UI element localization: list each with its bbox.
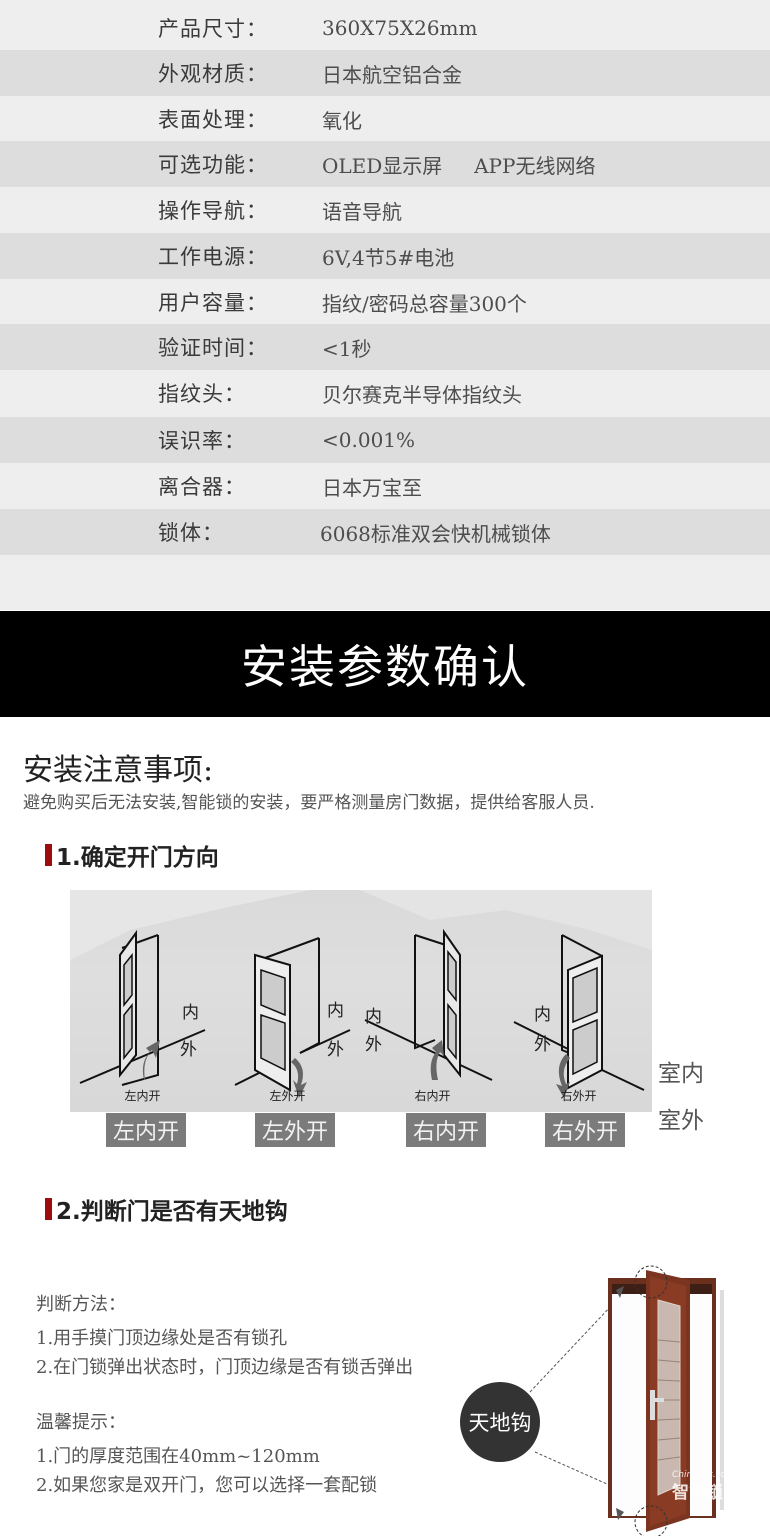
- notes-text: 避免购买后无法安装,智能锁的安装，要严格测量房门数据，提供给客服人员.: [23, 793, 595, 813]
- method-title: 判断方法：: [36, 1294, 126, 1315]
- section-2-heading: 2.判断门是否有天地钩: [45, 1192, 288, 1226]
- svg-text:内: 内: [365, 1007, 382, 1027]
- tips-title: 温馨提示：: [36, 1412, 126, 1433]
- tip-item: 2.如果您家是双开门，您可以选择一套配锁: [36, 1475, 378, 1496]
- svg-text:内: 内: [327, 1001, 344, 1021]
- wall-shading: [70, 890, 652, 960]
- spec-row: 锁体： 6068标准双会快机械锁体: [0, 509, 770, 555]
- spec-value: OLED显示屏 APP无线网络: [322, 153, 596, 178]
- spec-label: 锁体：: [158, 521, 224, 545]
- spec-value: <1秒: [322, 336, 372, 361]
- spec-table: 产品尺寸： 360X75X26mm 外观材质： 日本航空铝合金 表面处理： 氧化…: [0, 0, 770, 610]
- door-direction-diagram: 内 外 左内开 内 外 左外开 内: [70, 890, 652, 1112]
- method-item: 1.用手摸门顶边缘处是否有锁孔: [36, 1328, 288, 1349]
- spec-label: 外观材质：: [158, 62, 268, 86]
- spec-value: 指纹/密码总容量300个: [322, 291, 527, 316]
- spec-row: 工作电源： 6V,4节5#电池: [0, 233, 770, 279]
- spec-label: 误识率：: [158, 429, 246, 453]
- spec-label: 指纹头：: [158, 382, 246, 406]
- svg-text:外: 外: [534, 1035, 551, 1055]
- spec-row: 用户容量： 指纹/密码总容量300个: [0, 279, 770, 325]
- spec-row: 误识率： <0.001%: [0, 417, 770, 463]
- watermark-url: Chinazns.com: [672, 1470, 735, 1480]
- door-right-in: 内 外 右内开: [360, 890, 505, 1112]
- svg-text:内: 内: [534, 1005, 551, 1025]
- section-banner: 安装参数确认: [0, 611, 770, 717]
- section-1-heading: 1.确定开门方向: [45, 838, 219, 872]
- spec-label: 操作导航：: [158, 199, 268, 223]
- spec-label: 产品尺寸：: [158, 17, 268, 41]
- door-tag-left-in: 左内开: [106, 1113, 186, 1147]
- outdoor-label: 室外: [658, 1108, 704, 1134]
- hook-badge: 天地钩: [460, 1382, 540, 1462]
- spec-value: 360X75X26mm: [322, 16, 478, 40]
- spec-value: 日本航空铝合金: [322, 62, 462, 87]
- watermark: Chinazns.com 智能锁网: [650, 1470, 740, 1503]
- door-caption: 左外开: [269, 1089, 306, 1103]
- spec-label: 可选功能：: [158, 153, 268, 177]
- spec-row: 指纹头： 贝尔赛克半导体指纹头: [0, 370, 770, 416]
- door-caption: 左内开: [124, 1089, 161, 1103]
- tip-item: 1.门的厚度范围在40mm~120mm: [36, 1446, 320, 1467]
- door-tag-left-out: 左外开: [255, 1113, 335, 1147]
- spec-row: 验证时间： <1秒: [0, 324, 770, 370]
- section-2-title: 2.判断门是否有天地钩: [56, 1199, 288, 1225]
- spec-value: 6V,4节5#电池: [322, 245, 455, 270]
- door-left-in-icon: 内 外: [79, 929, 206, 1086]
- spec-label: 用户容量：: [158, 291, 268, 315]
- banner-title: 安装参数确认: [241, 640, 529, 694]
- door-left-in: 内 外 左内开: [70, 890, 215, 1112]
- spec-value: <0.001%: [322, 428, 416, 452]
- svg-text:外: 外: [327, 1040, 344, 1060]
- spec-row: 外观材质： 日本航空铝合金: [0, 50, 770, 96]
- outside-mark: 外: [180, 1040, 197, 1060]
- spec-value: 语音导航: [322, 199, 402, 224]
- svg-text:外: 外: [365, 1035, 382, 1055]
- door-caption: 右内开: [414, 1089, 451, 1103]
- accent-bar: [45, 1198, 52, 1220]
- spec-value: 日本万宝至: [322, 475, 422, 500]
- spec-row: 产品尺寸： 360X75X26mm: [0, 5, 770, 51]
- spec-value: 6068标准双会快机械锁体: [320, 521, 551, 546]
- door-right-out: 内 外 右外开: [506, 890, 651, 1112]
- notes-title: 安装注意事项:: [23, 753, 214, 788]
- accent-bar: [45, 844, 52, 866]
- spec-label: 离合器：: [158, 475, 246, 499]
- spec-value: 贝尔赛克半导体指纹头: [322, 382, 522, 407]
- spec-row: 离合器： 日本万宝至: [0, 463, 770, 509]
- door-right-in-icon: 内 外: [364, 928, 493, 1081]
- spec-label: 表面处理：: [158, 108, 268, 132]
- door-tag-right-out: 右外开: [545, 1113, 625, 1147]
- inside-mark: 内: [182, 1003, 199, 1023]
- indoor-label: 室内: [658, 1061, 704, 1087]
- watermark-brand: 智能锁网: [672, 1483, 740, 1503]
- spec-label: 验证时间：: [158, 336, 268, 360]
- spec-label: 工作电源：: [158, 245, 268, 269]
- door-caption: 右外开: [560, 1089, 597, 1103]
- spec-row: 可选功能： OLED显示屏 APP无线网络: [0, 141, 770, 187]
- door-photo: [608, 1265, 724, 1536]
- spec-value: 氧化: [322, 108, 362, 133]
- spec-row: 表面处理： 氧化: [0, 96, 770, 142]
- method-item: 2.在门锁弹出状态时，门顶边缘是否有锁舌弹出: [36, 1357, 414, 1378]
- door-left-out: 内 外 左外开: [215, 890, 360, 1112]
- door-right-out-icon: 内 外: [513, 934, 645, 1098]
- section-1-title: 1.确定开门方向: [56, 845, 219, 871]
- door-left-out-icon: 内 外: [234, 937, 351, 1098]
- door-tag-right-in: 右内开: [406, 1113, 486, 1147]
- spec-row: 操作导航： 语音导航: [0, 187, 770, 233]
